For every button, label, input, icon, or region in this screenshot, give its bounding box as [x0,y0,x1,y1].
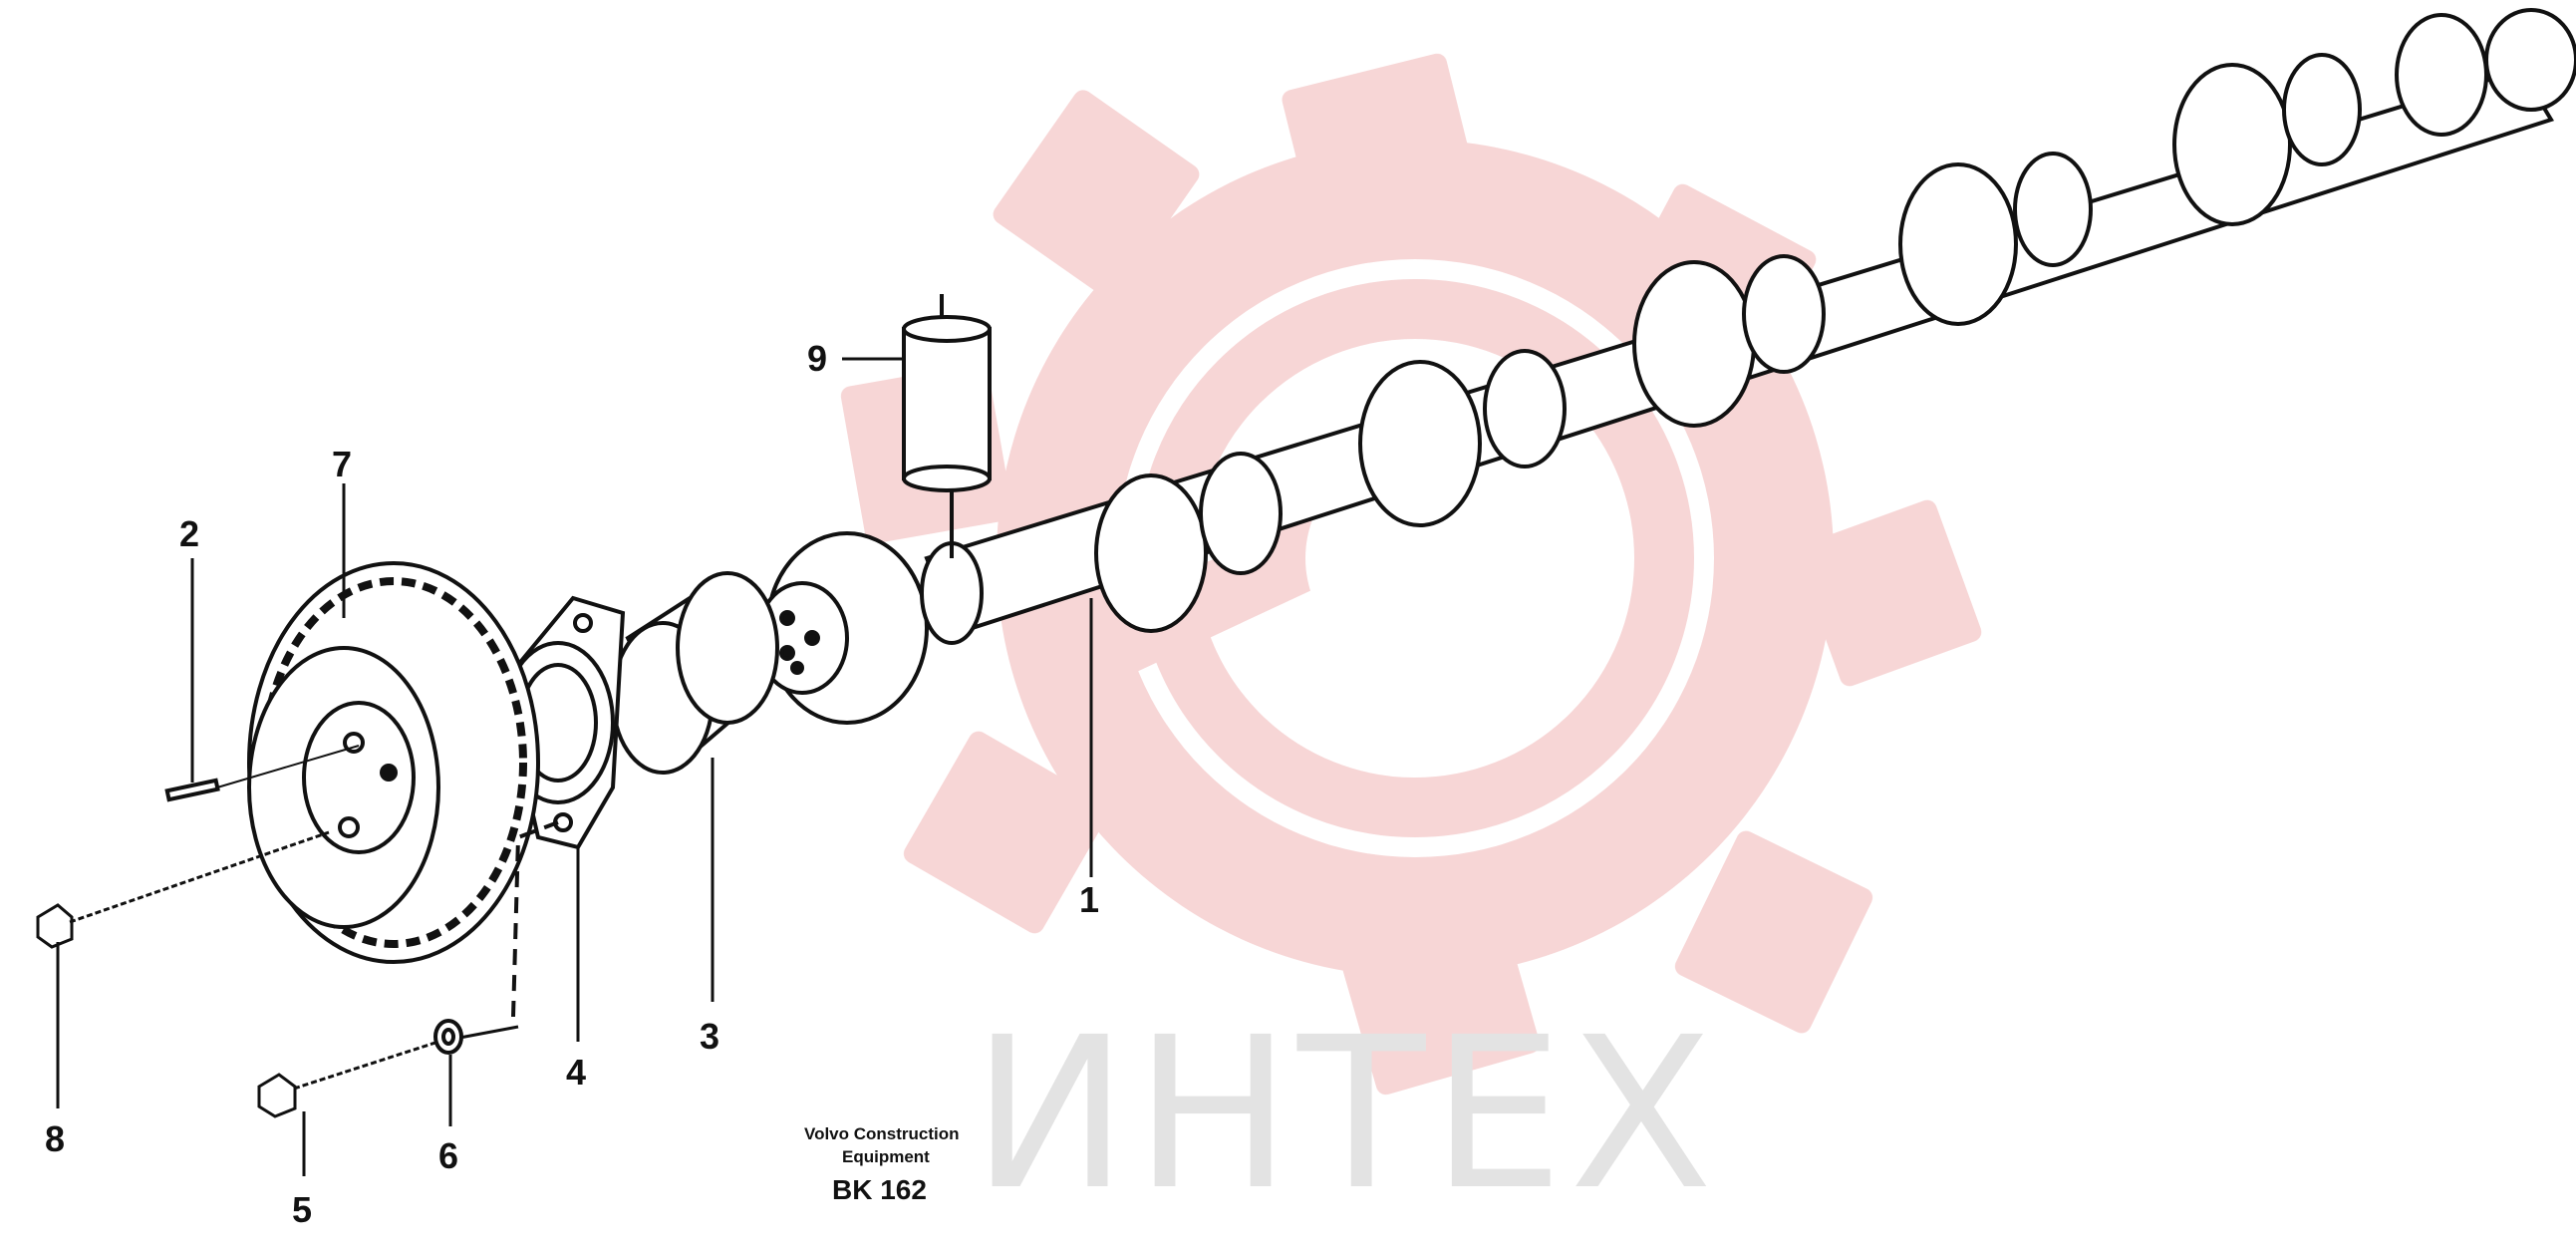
camshaft-lobe [1898,162,2018,326]
leader-lines [56,357,1093,1176]
camshaft-lobe [2172,63,2292,226]
camshaft-gear [247,561,540,964]
caption-line-1: Volvo Construction [804,1124,960,1143]
callout-4: 4 [566,1052,586,1093]
callout-3: 3 [700,1016,719,1057]
camshaft-lobe [2484,8,2576,112]
pin [164,745,360,802]
caption-line-2: Equipment [842,1147,930,1166]
camshaft-lobe [1199,452,1283,575]
thrust-flange [500,595,626,850]
callout-6: 6 [438,1135,458,1176]
camshaft-lobe [1632,260,1756,428]
camshaft [755,8,2576,725]
camshaft-lobe [1742,254,1826,374]
assembly-line [511,820,559,1018]
camshaft-lobe [2282,53,2362,166]
dowel-sleeve [902,294,992,558]
camshaft-lobe [2395,13,2488,137]
callout-1: 1 [1079,879,1099,920]
callout-9: 9 [807,338,827,379]
callout-8: 8 [45,1118,65,1159]
watermark-logo [840,53,1982,1096]
camshaft-lobe [2013,152,2093,267]
caption-code: BK 162 [832,1174,927,1205]
camshaft-lobe [1094,473,1208,633]
callout-7: 7 [332,444,352,484]
callout-5: 5 [292,1189,312,1230]
bushing [611,571,779,775]
camshaft-lobe [1483,349,1567,469]
camshaft-lobe [1358,360,1482,527]
washer [433,1019,463,1055]
flange-bolt [257,1025,519,1118]
watermark-text: ИНТЕХ [972,992,1719,1236]
gear-bolt [36,830,330,949]
callout-2: 2 [179,513,199,554]
